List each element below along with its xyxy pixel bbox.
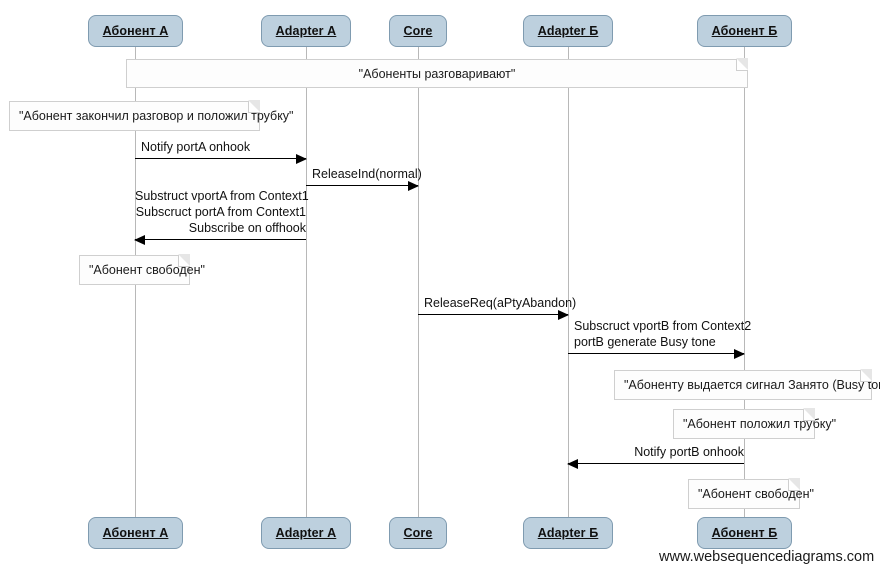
note-fold-corner-icon — [178, 254, 190, 267]
note-fold-corner-icon — [803, 408, 815, 421]
msg-releaseind-normal: ReleaseInd(normal) — [306, 164, 422, 191]
note-fold-corner-icon — [736, 58, 748, 71]
arrow-head-icon — [408, 180, 419, 191]
participant-bottom-adapter-a[interactable]: Adapter А — [261, 517, 351, 549]
lifeline-adapter-b — [568, 47, 569, 517]
message-label: ReleaseReq(aPtyAbandon) — [424, 296, 577, 310]
message-line — [135, 239, 306, 240]
message-label: ReleaseInd(normal) — [312, 167, 422, 181]
arrow-head-icon — [134, 234, 145, 245]
note-abonent-svoboden-a: "Абонент свободен" — [79, 254, 205, 285]
note-busy-tone: "Абоненту выдается сигнал Занято (Busy t… — [614, 369, 880, 400]
participant-bottom-abonent-b[interactable]: Абонент Б — [697, 517, 792, 549]
participant-label: Adapter Б — [537, 526, 599, 540]
note-abonent-polozhil-trubku: "Абонент положил трубку" — [673, 408, 836, 439]
note-fold-corner-icon — [788, 478, 800, 491]
participant-top-adapter-a[interactable]: Adapter А — [261, 15, 351, 47]
message-line — [418, 314, 568, 315]
message-label: Substruct vportA from Context1 Subscruct… — [135, 189, 309, 235]
arrow-head-icon — [296, 153, 307, 164]
note-text: "Абонент закончил разговор и положил тру… — [19, 109, 294, 123]
lifeline-adapter-a — [306, 47, 307, 517]
participant-label: Adapter Б — [537, 24, 599, 38]
msg-notify-porta-onhook: Notify portA onhook — [135, 137, 307, 164]
note-text: "Абонент свободен" — [89, 263, 205, 277]
participant-top-abonent-a[interactable]: Абонент А — [88, 15, 183, 47]
message-line — [306, 185, 418, 186]
note-fold-corner-icon — [860, 369, 872, 382]
participant-label: Абонент А — [102, 526, 169, 540]
message-line — [568, 463, 744, 464]
participant-label: Абонент А — [102, 24, 169, 38]
msg-subscruct-vportb: Subscruct vportB from Context2 portB gen… — [568, 316, 751, 359]
note-text: "Абонент положил трубку" — [683, 417, 837, 431]
lifeline-core — [418, 47, 419, 517]
participant-bottom-abonent-a[interactable]: Абонент А — [88, 517, 183, 549]
participant-label: Абонент Б — [711, 526, 778, 540]
message-label: Subscruct vportB from Context2 portB gen… — [574, 319, 752, 349]
participant-label: Абонент Б — [711, 24, 778, 38]
participant-bottom-adapter-b[interactable]: Adapter Б — [523, 517, 613, 549]
message-line — [135, 158, 306, 159]
participant-label: Core — [403, 526, 433, 540]
note-fold-corner-icon — [248, 100, 260, 113]
msg-releasereq-aptyabandon: ReleaseReq(aPtyAbandon) — [418, 293, 576, 320]
participant-top-core[interactable]: Core — [389, 15, 447, 47]
arrow-head-icon — [567, 458, 578, 469]
arrow-head-icon — [734, 348, 745, 359]
participant-label: Adapter А — [275, 24, 337, 38]
msg-notify-portb-onhook: Notify portB onhook — [567, 442, 744, 469]
note-text: "Абонент свободен" — [698, 487, 814, 501]
message-label: Notify portB onhook — [634, 445, 744, 459]
note-abonent-svoboden-b: "Абонент свободен" — [688, 478, 814, 509]
lifeline-abonent-b — [744, 47, 745, 517]
participant-label: Adapter А — [275, 526, 337, 540]
participant-top-abonent-b[interactable]: Абонент Б — [697, 15, 792, 47]
message-line — [568, 353, 744, 354]
note-text: "Абоненты разговаривают" — [358, 66, 516, 81]
note-text: "Абоненту выдается сигнал Занято (Busy t… — [624, 378, 880, 392]
note-abonent-zakonchil: "Абонент закончил разговор и положил тру… — [9, 100, 294, 131]
participant-top-adapter-b[interactable]: Adapter Б — [523, 15, 613, 47]
note-abonenty-razgovarivayut: "Абоненты разговаривают" — [126, 58, 748, 88]
message-label: Notify portA onhook — [141, 140, 251, 154]
participant-label: Core — [403, 24, 433, 38]
arrow-head-icon — [558, 309, 569, 320]
msg-substruct-vporta: Substruct vportA from Context1 Subscruct… — [134, 186, 309, 245]
participant-bottom-core[interactable]: Core — [389, 517, 447, 549]
watermark: www.websequencediagrams.com — [659, 549, 875, 565]
